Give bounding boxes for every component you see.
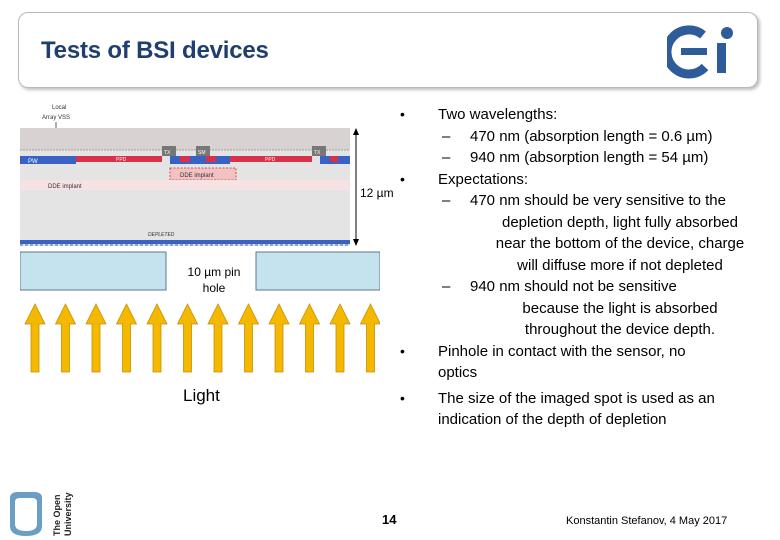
bullet-text: The size of the imaged spot is used as a… bbox=[438, 388, 768, 431]
bullet-line: because the light is absorbed bbox=[522, 299, 718, 317]
bullet-line: will diffuse more if not depleted bbox=[517, 256, 723, 274]
sensor-diagram: Local Array VSS TX SM TX PW PPD PPD DDE … bbox=[20, 105, 380, 373]
sub-bullet-item: – 470 nm should be very sensitive to the d… bbox=[442, 190, 770, 276]
author-date: Konstantin Stefanov, 4 May 2017 bbox=[566, 515, 728, 527]
dde-implant-center bbox=[169, 167, 237, 181]
tg-label-1: TX bbox=[164, 150, 171, 156]
bullet-text: 940 nm (absorption length = 54 µm) bbox=[470, 147, 770, 169]
bullet-dash: – bbox=[442, 192, 451, 209]
ppd-region-2 bbox=[230, 156, 312, 162]
ei-logo bbox=[667, 25, 733, 79]
bullet-text: 470 nm (absorption length = 0.6 µm) bbox=[470, 126, 770, 148]
tg-label-4: TX bbox=[314, 150, 321, 156]
sub-bullet-item: – 940 nm (absorption length = 54 µm) bbox=[442, 147, 770, 169]
light-arrow bbox=[268, 303, 290, 373]
pinhole-block-right bbox=[255, 251, 380, 291]
bullet-line: optics bbox=[438, 364, 478, 381]
oxide-layer bbox=[20, 128, 350, 150]
ppd-region-1 bbox=[76, 156, 162, 162]
light-arrow bbox=[298, 303, 321, 373]
light-arrow bbox=[176, 303, 199, 373]
light-arrow bbox=[146, 303, 168, 373]
light-arrow bbox=[329, 303, 351, 373]
tg-label-2: SM bbox=[198, 150, 206, 156]
bullet-line: throughout the device depth. bbox=[524, 321, 716, 338]
slide-title: Tests of BSI devices bbox=[41, 37, 269, 64]
bullet-dash: – bbox=[442, 149, 451, 166]
bullet-dot: • bbox=[400, 170, 405, 187]
ou-text-line2: University bbox=[63, 492, 73, 536]
light-arrow bbox=[359, 303, 380, 373]
pw-label: PW bbox=[28, 159, 38, 165]
dde-implant-left-label: DDE implant bbox=[48, 184, 82, 190]
bullet-line: 940 nm (absorption length = 54 µm) bbox=[470, 149, 709, 166]
title-box: Tests of BSI devices bbox=[18, 12, 758, 88]
pinhole-block-left bbox=[20, 251, 167, 291]
light-arrow bbox=[24, 303, 46, 373]
bullet-line: Two wavelengths: bbox=[438, 106, 558, 123]
bullet-text: 470 nm should be very sensitive to the de… bbox=[470, 190, 770, 276]
bullet-line: indication of the depth of depletion bbox=[438, 411, 667, 428]
dde-implant-center-label: DDE implant bbox=[180, 173, 214, 179]
gate-tx1 bbox=[162, 146, 176, 156]
bullet-dash: – bbox=[442, 127, 451, 145]
local-label: Local bbox=[52, 105, 66, 111]
light-arrow bbox=[115, 303, 138, 373]
ou-text-line1: The Open bbox=[52, 494, 62, 536]
bullet-dot: • bbox=[400, 342, 405, 359]
sub-bullet-item: – 940 nm should not be sensitive because t… bbox=[442, 276, 770, 341]
bullet-text: Two wavelengths: bbox=[438, 104, 768, 126]
bullet-text: 940 nm should not be sensitive because th… bbox=[470, 276, 770, 341]
bullet-dot: • bbox=[400, 389, 405, 406]
pinhole-label-line1: 10 µm pin bbox=[187, 265, 241, 279]
light-label: Light bbox=[183, 386, 220, 405]
light-arrow bbox=[54, 303, 77, 373]
bullet-dash: – bbox=[442, 278, 451, 295]
pinhole-label-line2: hole bbox=[202, 281, 226, 295]
ppd-label-1: PPD bbox=[116, 157, 127, 163]
gate-sm1 bbox=[196, 146, 210, 156]
bullet-text: Pinhole in contact with the sensor, no op… bbox=[438, 341, 768, 384]
page-number: 14 bbox=[382, 512, 397, 527]
depleted-label: DEPLETED bbox=[148, 232, 175, 238]
light-arrow bbox=[85, 303, 107, 373]
light-arrows bbox=[24, 303, 380, 373]
bullet-line: near the bottom of the device, charge bbox=[495, 235, 745, 252]
bullet-line: 940 nm should not be sensitive bbox=[470, 278, 677, 295]
gate-tx2 bbox=[312, 146, 326, 156]
bullet-line: 470 nm should be very sensitive to the bbox=[470, 192, 726, 209]
nwell-region bbox=[170, 156, 230, 164]
bullet-line: 470 nm (absorption length = 0.6 µm) bbox=[470, 127, 713, 145]
light-arrow bbox=[207, 303, 229, 373]
vss-label: Array VSS bbox=[42, 115, 70, 121]
thickness-label: 12 µm bbox=[360, 186, 394, 200]
light-arrow bbox=[237, 303, 260, 373]
bullet-line: Expectations: bbox=[438, 170, 529, 188]
bullet-line: Pinhole in contact with the sensor, no bbox=[438, 342, 686, 360]
sub-bullet-item: – 470 nm (absorption length = 0.6 µm) bbox=[442, 126, 770, 148]
ppd-label-2: PPD bbox=[265, 157, 276, 163]
bullet-line: The size of the imaged spot is used as a… bbox=[438, 389, 715, 407]
pw-region bbox=[20, 156, 76, 164]
bullet-line: depletion depth, light fully absorbed bbox=[501, 213, 738, 231]
dde-implant-left bbox=[20, 180, 350, 190]
pinhole-label: 10 µm pin hole bbox=[184, 264, 244, 296]
bullet-text: Expectations: bbox=[438, 169, 768, 191]
open-university-logo: The Open University bbox=[10, 492, 73, 536]
bullet-dot: • bbox=[400, 106, 405, 122]
